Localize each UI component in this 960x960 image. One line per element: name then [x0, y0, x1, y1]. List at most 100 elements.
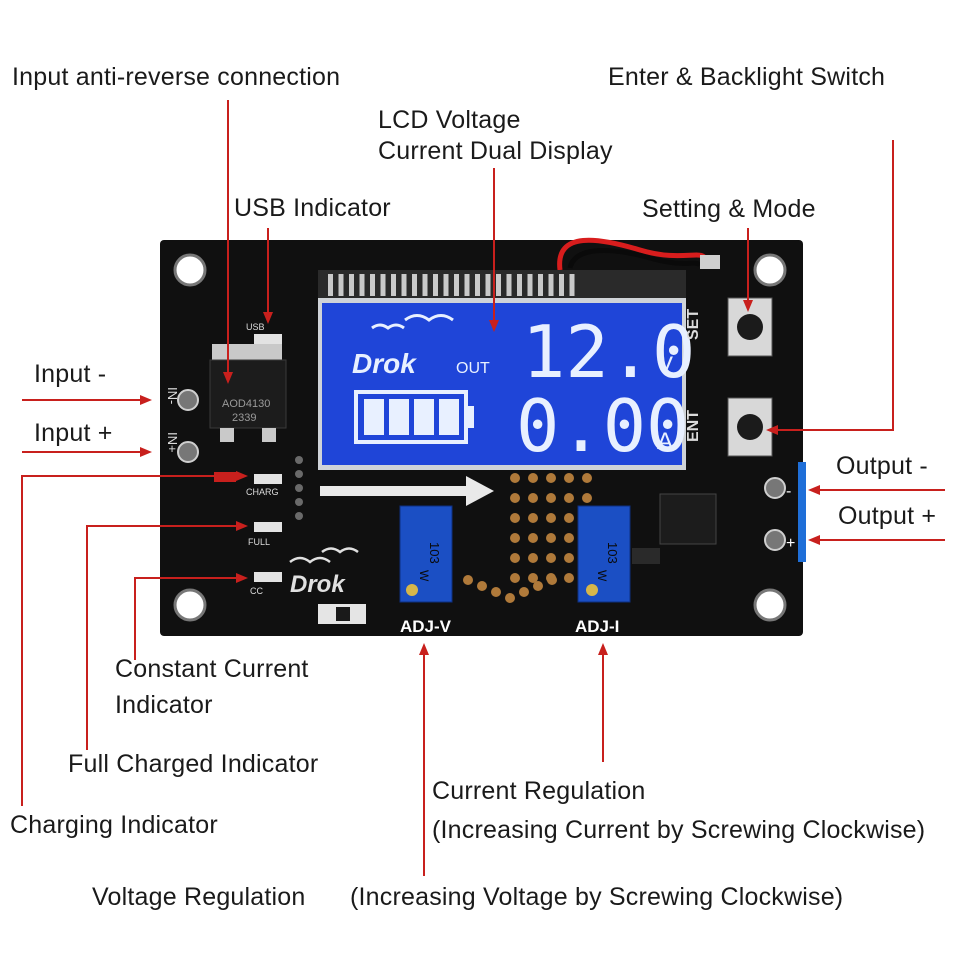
lcd-current-value: 0.00 — [516, 384, 689, 468]
flow-arrow — [320, 476, 494, 506]
header-pin — [569, 274, 575, 296]
battery-bar — [389, 399, 409, 435]
label-output-plus: Output + — [838, 502, 937, 530]
voltage-potentiometer[interactable]: 103 W — [399, 505, 453, 603]
solder-pad — [546, 473, 556, 483]
via — [295, 470, 303, 478]
solder-pad — [528, 573, 538, 583]
via — [295, 484, 303, 492]
header-pin — [380, 274, 386, 296]
solder-pad — [564, 553, 574, 563]
charge-led — [254, 474, 282, 484]
lcd-out-label: OUT — [456, 360, 490, 377]
current-potentiometer[interactable]: 103 W — [577, 505, 631, 603]
solder-pad — [528, 513, 538, 523]
solder-pad — [582, 493, 592, 503]
header-pin — [475, 274, 480, 296]
label-voltage-reg-note: (Increasing Voltage by Screwing Clockwis… — [350, 883, 844, 911]
battery-bar — [364, 399, 384, 435]
header-pin — [412, 274, 417, 296]
label-charging: Charging Indicator — [10, 811, 218, 839]
header-pin — [496, 274, 501, 296]
via — [295, 512, 303, 520]
header-pin — [433, 274, 438, 296]
header-pin — [506, 274, 512, 296]
solder-pad — [510, 513, 520, 523]
pot-i-mark: W — [595, 570, 609, 582]
header-pin — [338, 274, 344, 296]
label-output-minus: Output - — [836, 452, 928, 480]
via — [295, 498, 303, 506]
full-led-label: FULL — [248, 537, 270, 547]
label-voltage-reg: Voltage Regulation — [92, 883, 306, 911]
solder-pad — [564, 533, 574, 543]
jumper-wires — [557, 237, 720, 271]
out-minus-silk: - — [786, 483, 791, 500]
cc-led — [254, 572, 282, 582]
solder-pad — [564, 573, 574, 583]
set-silk: SET — [685, 309, 702, 340]
battery-bar — [439, 399, 459, 435]
header-pin — [485, 274, 491, 296]
header-pin — [443, 274, 449, 296]
mount-hole — [753, 588, 787, 622]
header-pin — [559, 274, 564, 296]
lcd-brand: Drok — [352, 348, 417, 379]
lcd-current-unit: A — [657, 428, 673, 455]
lcd-voltage-value: 12.0 — [522, 310, 695, 394]
header-pin — [454, 274, 459, 296]
usb-led — [254, 334, 282, 344]
ent-button[interactable] — [727, 397, 773, 457]
header-pin — [349, 274, 354, 296]
ent-silk: ENT — [685, 410, 702, 442]
in-plus-silk: IN+ — [165, 432, 180, 453]
solder-pad — [510, 573, 520, 583]
mount-hole — [173, 588, 207, 622]
slide-switch[interactable] — [318, 604, 366, 624]
label-lcd-line1: LCD Voltage — [378, 106, 521, 134]
solder-pad — [546, 533, 556, 543]
full-led — [254, 522, 282, 532]
adj-v-silk: ADJ-V — [400, 617, 452, 636]
label-lcd-line2: Current Dual Display — [378, 137, 613, 165]
out-plus-silk: + — [786, 535, 795, 552]
battery-bar — [414, 399, 434, 435]
label-input-anti-reverse: Input anti-reverse connection — [12, 63, 341, 91]
label-full-charged: Full Charged Indicator — [68, 750, 319, 778]
lcd-header — [318, 270, 686, 300]
header-pin — [464, 274, 470, 296]
header-pin — [391, 274, 396, 296]
solder-pad — [546, 493, 556, 503]
header-pin — [328, 274, 333, 296]
ic-date: 2339 — [232, 412, 256, 424]
solder-pad — [477, 581, 487, 591]
battery-bars — [364, 399, 459, 435]
via — [295, 456, 303, 464]
solder-pad — [528, 533, 538, 543]
cc-led-label: CC — [250, 586, 263, 596]
header-pin — [517, 274, 522, 296]
pot-v-mark: W — [417, 570, 431, 582]
header-pin — [538, 274, 543, 296]
ic-marking: AOD4130 — [222, 398, 270, 410]
solder-pad — [546, 553, 556, 563]
header-pin — [359, 274, 365, 296]
solder-pad — [547, 575, 557, 585]
label-setting-mode: Setting & Mode — [642, 195, 816, 223]
label-usb-indicator: USB Indicator — [234, 194, 391, 222]
solder-pad — [528, 473, 538, 483]
set-button[interactable] — [727, 297, 773, 357]
output-terminals: - + — [764, 462, 806, 562]
label-enter-backlight: Enter & Backlight Switch — [608, 63, 886, 91]
mount-hole — [753, 253, 787, 287]
solder-pad — [510, 493, 520, 503]
solder-pad — [463, 575, 473, 585]
solder-pad — [491, 587, 501, 597]
header-pin — [422, 274, 428, 296]
control-ic — [632, 493, 717, 564]
mount-hole — [173, 253, 207, 287]
pot-v-code: 103 — [427, 542, 442, 564]
solder-pad — [505, 593, 515, 603]
